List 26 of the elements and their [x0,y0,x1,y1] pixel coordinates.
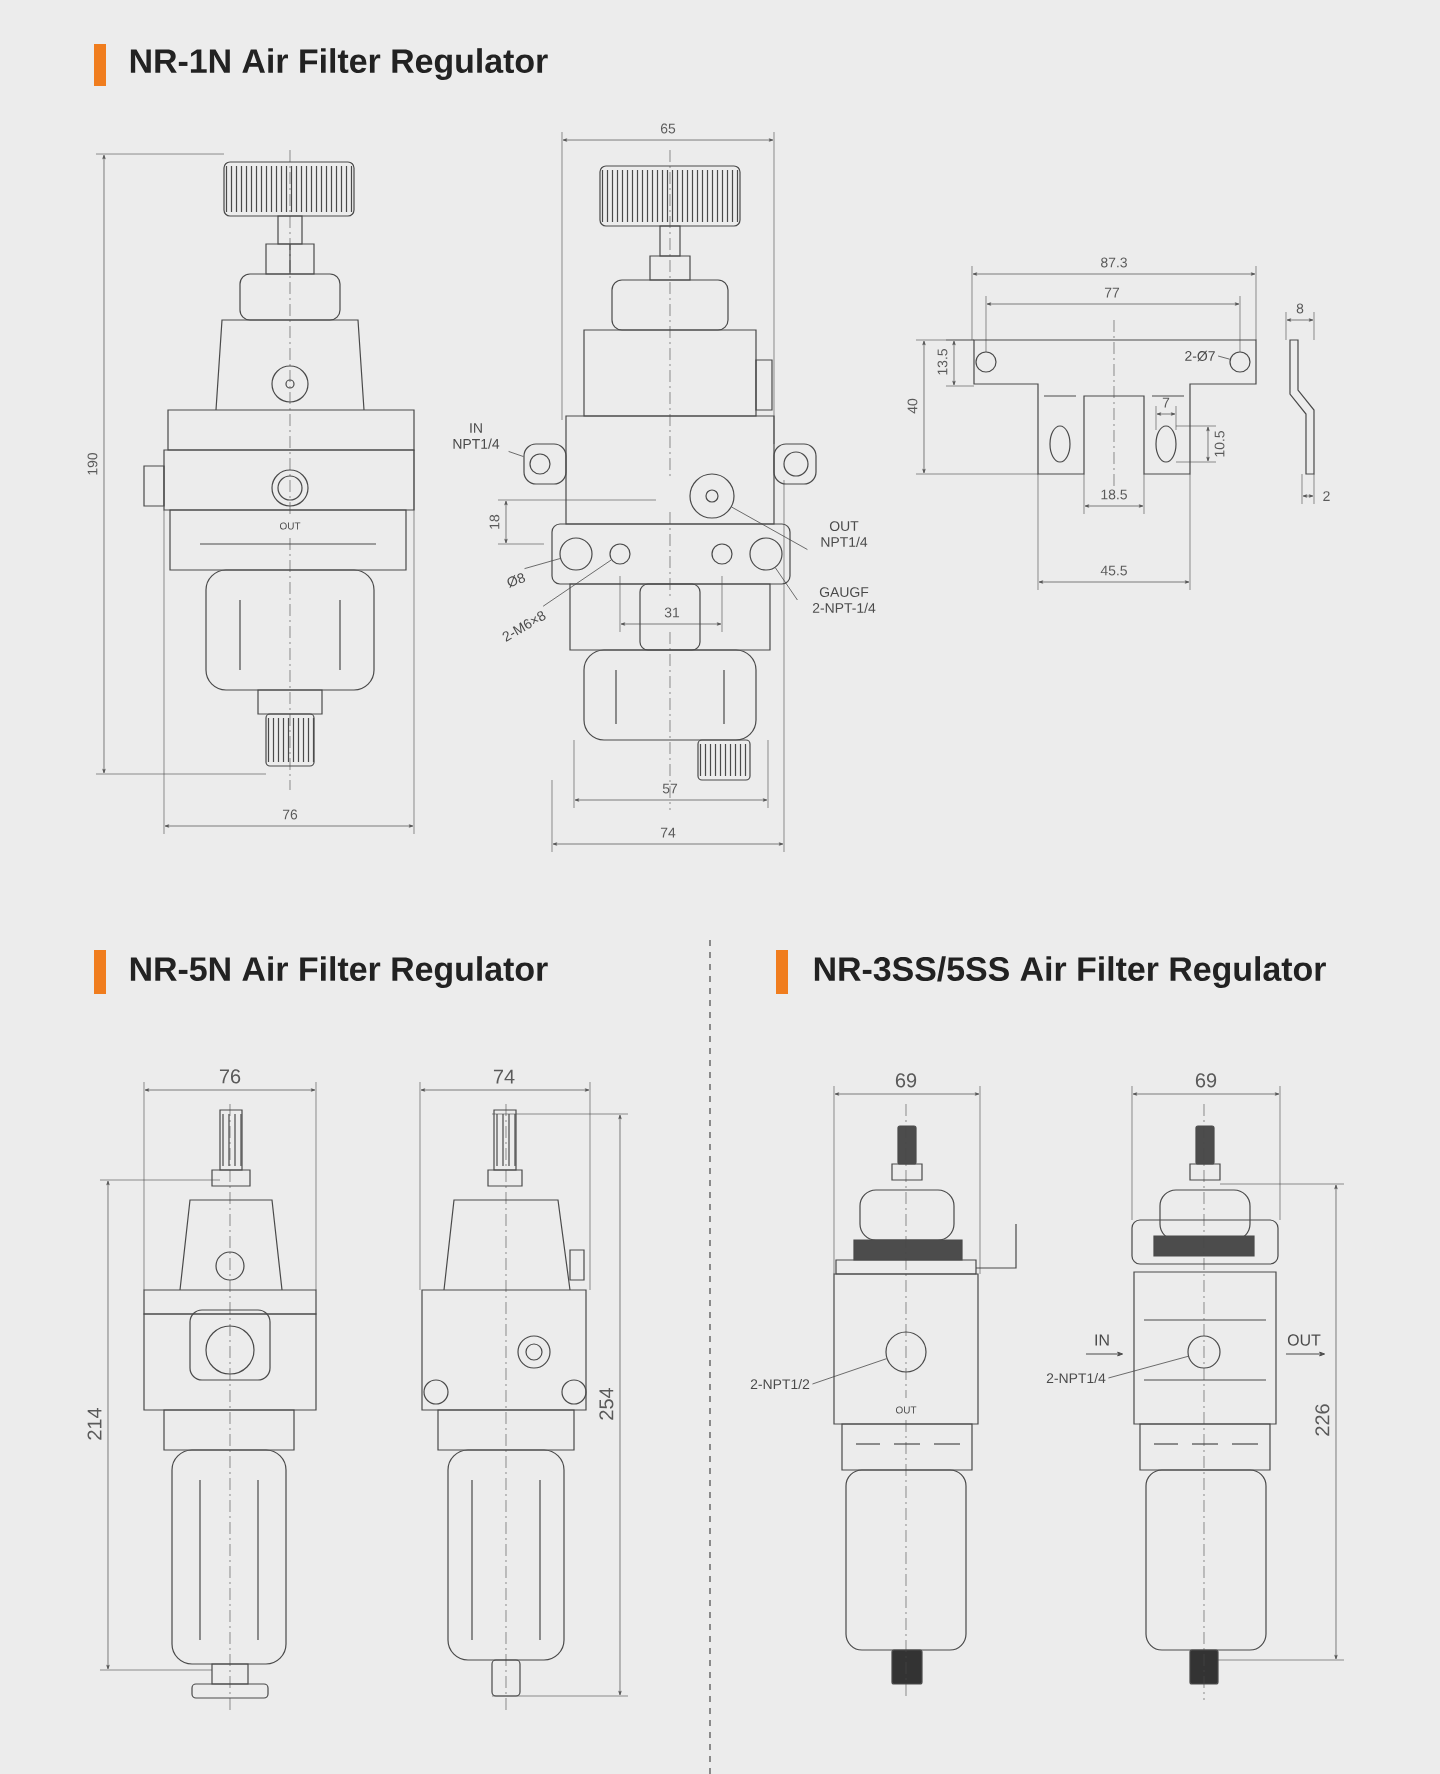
leader-line [524,558,561,570]
port-hole [1187,1335,1221,1369]
dimension-label: 74 [493,1069,515,1084]
section-heading: NR-3SS/5SS Air Filter Regulator [814,956,1326,988]
dimension-label: 254 [599,1387,614,1420]
leader-line [812,1358,887,1385]
port-hole [559,537,593,571]
leader-line [508,451,524,457]
dimension-label: 226 [1315,1404,1330,1436]
port-hole [609,543,631,565]
port-hole [1229,351,1251,373]
port-hole [749,537,783,571]
dimension-label: 69 [1195,1073,1217,1088]
leader-line [1108,1355,1189,1379]
leader-line [731,506,808,550]
dimension-label: 76 [219,1069,241,1084]
dimension-label: 214 [87,1407,102,1440]
dimension-label: 69 [895,1073,917,1088]
port-hole [689,473,735,519]
section-heading: NR-5N Air Filter Regulator [130,956,548,988]
mounting-ear [523,443,567,485]
leader-line [1217,355,1231,360]
section-heading: NR-1N Air Filter Regulator [130,48,548,80]
leader-line [774,567,798,601]
leader-line [542,559,612,607]
port-hole [885,1331,927,1373]
